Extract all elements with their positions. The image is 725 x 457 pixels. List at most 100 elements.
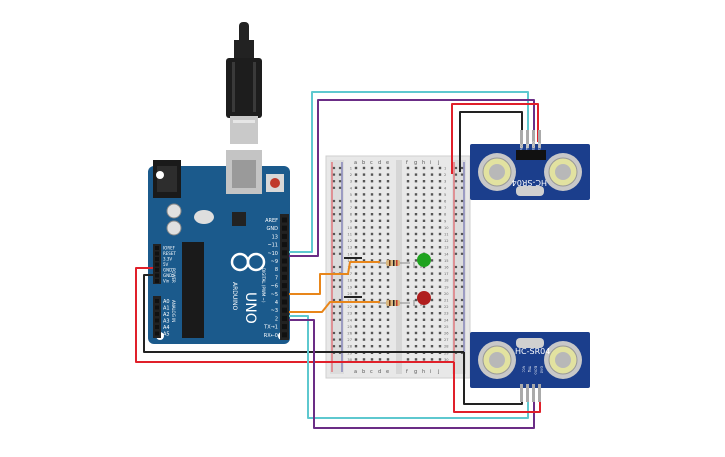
breadboard-hole[interactable] <box>354 265 358 269</box>
breadboard-hole[interactable] <box>438 199 442 203</box>
breadboard-hole[interactable] <box>430 298 434 302</box>
breadboard-hole[interactable] <box>406 338 410 341</box>
breadboard-hole[interactable] <box>370 272 374 275</box>
breadboard-hole[interactable] <box>378 232 382 236</box>
breadboard-hole[interactable] <box>422 331 426 335</box>
breadboard-hole[interactable] <box>422 325 426 328</box>
rail-hole[interactable] <box>338 246 342 249</box>
breadboard-hole[interactable] <box>354 345 358 348</box>
breadboard-hole[interactable] <box>362 219 366 222</box>
breadboard-hole[interactable] <box>414 325 418 328</box>
breadboard-hole[interactable] <box>406 325 410 328</box>
breadboard-hole[interactable] <box>438 292 442 295</box>
breadboard-hole[interactable] <box>422 318 426 321</box>
breadboard-hole[interactable] <box>438 358 442 361</box>
breadboard-hole[interactable] <box>406 265 410 269</box>
breadboard-hole[interactable] <box>406 285 410 288</box>
breadboard-hole[interactable] <box>370 186 374 189</box>
rail-hole[interactable] <box>454 298 458 302</box>
breadboard-hole[interactable] <box>362 298 366 302</box>
breadboard-hole[interactable] <box>406 279 410 282</box>
rail-hole[interactable] <box>332 213 336 216</box>
power-pin[interactable] <box>155 262 159 267</box>
rail-hole[interactable] <box>332 166 336 170</box>
breadboard-hole[interactable] <box>430 193 434 196</box>
breadboard-hole[interactable] <box>414 312 418 315</box>
rail-hole[interactable] <box>332 279 336 282</box>
breadboard-hole[interactable] <box>414 318 418 321</box>
breadboard-hole[interactable] <box>438 246 442 249</box>
breadboard-hole[interactable] <box>406 193 410 196</box>
breadboard-hole[interactable] <box>378 358 382 361</box>
breadboard-hole[interactable] <box>422 239 426 242</box>
breadboard-hole[interactable] <box>406 166 410 170</box>
breadboard-hole[interactable] <box>370 338 374 341</box>
breadboard-hole[interactable] <box>362 252 366 255</box>
breadboard-hole[interactable] <box>430 186 434 189</box>
digital-pin[interactable] <box>282 258 287 264</box>
breadboard-hole[interactable] <box>406 252 410 255</box>
breadboard-hole[interactable] <box>386 193 390 196</box>
power-pin[interactable] <box>155 273 159 278</box>
breadboard-hole[interactable] <box>406 173 410 176</box>
breadboard-hole[interactable] <box>354 298 358 302</box>
rail-hole[interactable] <box>332 219 336 222</box>
breadboard-hole[interactable] <box>430 252 434 255</box>
breadboard-hole[interactable] <box>378 166 382 170</box>
breadboard-hole[interactable] <box>354 325 358 328</box>
breadboard-hole[interactable] <box>422 312 426 315</box>
breadboard-hole[interactable] <box>414 232 418 236</box>
rail-hole[interactable] <box>338 312 342 315</box>
breadboard-hole[interactable] <box>362 246 366 249</box>
resistor-bottom[interactable] <box>378 300 410 306</box>
breadboard-hole[interactable] <box>370 292 374 295</box>
breadboard-hole[interactable] <box>386 358 390 361</box>
rail-hole[interactable] <box>454 186 458 189</box>
breadboard-hole[interactable] <box>362 265 366 269</box>
breadboard-hole[interactable] <box>378 219 382 222</box>
rail-hole[interactable] <box>338 285 342 288</box>
breadboard-hole[interactable] <box>362 318 366 321</box>
breadboard-hole[interactable] <box>406 259 410 262</box>
breadboard-hole[interactable] <box>386 272 390 275</box>
rail-hole[interactable] <box>454 285 458 288</box>
rail-hole[interactable] <box>338 239 342 242</box>
breadboard-hole[interactable] <box>378 173 382 176</box>
breadboard-hole[interactable] <box>378 265 382 269</box>
rail-hole[interactable] <box>338 265 342 269</box>
breadboard-hole[interactable] <box>362 345 366 348</box>
rail-hole[interactable] <box>338 213 342 216</box>
breadboard-hole[interactable] <box>422 285 426 288</box>
breadboard-hole[interactable] <box>386 325 390 328</box>
rail-hole[interactable] <box>460 232 464 236</box>
breadboard-hole[interactable] <box>354 312 358 315</box>
rail-hole[interactable] <box>454 246 458 249</box>
breadboard-hole[interactable] <box>438 193 442 196</box>
rail-hole[interactable] <box>338 219 342 222</box>
rail-hole[interactable] <box>454 180 458 183</box>
breadboard-hole[interactable] <box>438 213 442 216</box>
breadboard-hole[interactable] <box>378 246 382 249</box>
digital-pin[interactable] <box>282 266 287 272</box>
breadboard-hole[interactable] <box>438 186 442 189</box>
breadboard-hole[interactable] <box>362 166 366 170</box>
breadboard-hole[interactable] <box>362 338 366 341</box>
breadboard-hole[interactable] <box>370 180 374 183</box>
breadboard-hole[interactable] <box>430 331 434 335</box>
breadboard-hole[interactable] <box>422 186 426 189</box>
breadboard-hole[interactable] <box>354 305 358 308</box>
breadboard-hole[interactable] <box>378 259 382 262</box>
breadboard-hole[interactable] <box>378 338 382 341</box>
breadboard-hole[interactable] <box>362 305 366 308</box>
breadboard-hole[interactable] <box>414 305 418 308</box>
breadboard-hole[interactable] <box>414 272 418 275</box>
breadboard-hole[interactable] <box>386 199 390 203</box>
breadboard-hole[interactable] <box>362 173 366 176</box>
breadboard-hole[interactable] <box>362 193 366 196</box>
breadboard-hole[interactable] <box>414 199 418 203</box>
breadboard-hole[interactable] <box>386 312 390 315</box>
rail-hole[interactable] <box>332 338 336 341</box>
breadboard-hole[interactable] <box>354 166 358 170</box>
breadboard-hole[interactable] <box>414 213 418 216</box>
